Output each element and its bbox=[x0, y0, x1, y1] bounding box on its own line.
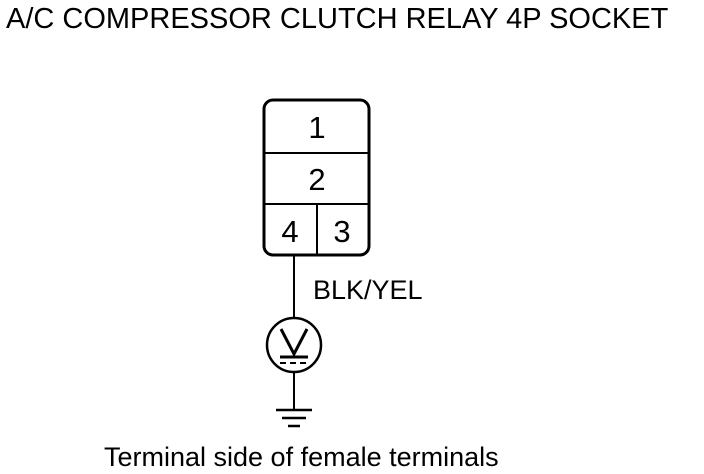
pin-1-label: 1 bbox=[308, 110, 325, 145]
pin-2-label: 2 bbox=[308, 162, 325, 197]
pin-4-label: 4 bbox=[281, 214, 298, 249]
footer-caption: Terminal side of female terminals bbox=[104, 442, 499, 472]
ground-icon bbox=[276, 408, 312, 428]
wire-color-label: BLK/YEL bbox=[313, 275, 423, 305]
voltmeter-v-symbol bbox=[279, 328, 309, 358]
pin-3-label: 3 bbox=[333, 214, 350, 249]
diagram-title: A/C COMPRESSOR CLUTCH RELAY 4P SOCKET bbox=[6, 3, 669, 35]
